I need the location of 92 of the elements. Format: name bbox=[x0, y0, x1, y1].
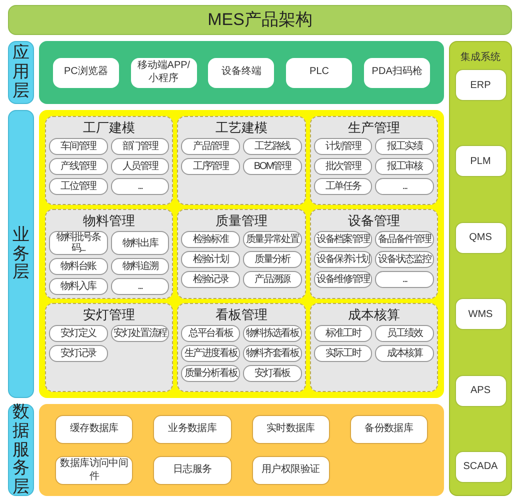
module-item: 工位管理 bbox=[49, 178, 108, 195]
data-service-item: 数据库访问中间件 bbox=[55, 456, 134, 485]
module-group-card bbox=[177, 209, 306, 299]
group-heading: 看板管理 bbox=[214, 306, 268, 323]
data-service-item: 备份数据库 bbox=[350, 415, 428, 444]
module-item: 物料台账 bbox=[49, 258, 108, 276]
group-heading: 工厂建模 bbox=[82, 120, 136, 136]
client-item: 移动端APP/小程序 bbox=[130, 58, 197, 88]
module-item: ... bbox=[110, 278, 170, 296]
title-banner: MES产品架构 bbox=[8, 5, 512, 35]
module-item: 工单任务 bbox=[314, 178, 372, 195]
module-item: 实际工时 bbox=[314, 344, 372, 362]
module-item: 备品备件管理 bbox=[375, 231, 434, 248]
system-item: WMS bbox=[454, 298, 506, 330]
business-layer-panel bbox=[39, 110, 444, 398]
module-item: 成本核算 bbox=[375, 344, 434, 362]
module-item: 质量异常处置 bbox=[242, 231, 302, 248]
module-item: ... bbox=[110, 178, 170, 195]
group-heading: 物料管理 bbox=[82, 213, 136, 230]
integration-panel bbox=[449, 41, 512, 496]
module-group-card bbox=[177, 116, 306, 206]
module-item: 安灯定义 bbox=[49, 324, 108, 342]
module-group-card bbox=[45, 116, 174, 206]
module-item: 检验记录 bbox=[181, 271, 240, 288]
module-item: 安灯处置流程 bbox=[110, 324, 170, 342]
data-service-item: 缓存数据库 bbox=[55, 415, 134, 444]
module-item: 生产进度看板 bbox=[181, 344, 240, 362]
module-item: 产线管理 bbox=[49, 158, 108, 175]
system-item: PLM bbox=[454, 145, 506, 178]
module-item: 报工实绩 bbox=[375, 138, 434, 155]
module-item: 部门管理 bbox=[110, 138, 170, 155]
group-heading: 工艺建模 bbox=[214, 120, 268, 136]
module-item: 检验计划 bbox=[181, 251, 240, 268]
system-item: APS bbox=[454, 374, 506, 407]
system-item: ERP bbox=[454, 69, 506, 101]
module-group-card bbox=[45, 302, 174, 392]
client-item: 设备终端 bbox=[208, 58, 274, 88]
group-heading: 生产管理 bbox=[346, 120, 401, 136]
module-item: 总平台看板 bbox=[181, 324, 240, 342]
module-item: 物料齐套看板 bbox=[242, 344, 302, 362]
group-heading: 设备管理 bbox=[346, 213, 401, 230]
module-item: 设备保养计划 bbox=[314, 251, 372, 268]
client-item: PLC bbox=[286, 58, 352, 88]
module-group-card bbox=[310, 116, 438, 206]
module-item: 人员管理 bbox=[110, 158, 170, 175]
module-item: 工艺路线 bbox=[242, 138, 302, 155]
group-heading: 质量管理 bbox=[214, 213, 268, 230]
client-item: PC浏览器 bbox=[52, 58, 119, 88]
system-item: SCADA bbox=[454, 450, 506, 483]
module-item: 设备状态监控 bbox=[375, 251, 434, 268]
client-item: PDA扫码枪 bbox=[364, 58, 430, 88]
module-item: 报工审核 bbox=[375, 158, 434, 175]
module-item: 物料拣选看板 bbox=[242, 324, 302, 342]
layer-label: 应用层 bbox=[8, 41, 34, 104]
module-item: 物料批号条码... bbox=[49, 231, 108, 256]
module-item: BOM管理 bbox=[242, 158, 302, 175]
module-group-card bbox=[310, 302, 438, 392]
module-item: 物料追溯 bbox=[110, 258, 170, 276]
layer-label: 数据服务层 bbox=[8, 404, 34, 496]
module-item: 车间管理 bbox=[49, 138, 108, 155]
data-layer-panel bbox=[39, 404, 444, 496]
module-item: 设备维修管理 bbox=[314, 271, 372, 288]
module-item: 工序管理 bbox=[181, 158, 240, 175]
data-service-item: 用户权限验证 bbox=[252, 456, 330, 485]
module-item: 标准工时 bbox=[314, 324, 372, 342]
module-item: 安灯看板 bbox=[242, 364, 302, 382]
module-item: 员工绩效 bbox=[375, 324, 434, 342]
module-item: 检验标准 bbox=[181, 231, 240, 248]
module-item: ... bbox=[375, 178, 434, 195]
application-layer-panel bbox=[39, 41, 444, 104]
layer-label: 业务层 bbox=[8, 110, 34, 398]
module-item: 产品溯源 bbox=[242, 271, 302, 288]
module-item: 质量分析看板 bbox=[181, 364, 240, 382]
module-item: 安灯记录 bbox=[49, 344, 108, 362]
module-group-card bbox=[310, 209, 438, 299]
module-item: 质量分析 bbox=[242, 251, 302, 268]
panel-heading: 集成系统 bbox=[460, 50, 500, 65]
data-service-item: 业务数据库 bbox=[153, 415, 232, 444]
module-item: 计划管理 bbox=[314, 138, 372, 155]
module-item: 设备档案管理 bbox=[314, 231, 372, 248]
data-service-item: 实时数据库 bbox=[252, 415, 330, 444]
system-item: QMS bbox=[454, 222, 506, 254]
module-item: 批次管理 bbox=[314, 158, 372, 175]
module-item: 物料出库 bbox=[110, 231, 170, 256]
module-item: ... bbox=[375, 271, 434, 288]
group-heading: 安灯管理 bbox=[82, 306, 136, 323]
data-service-item: 日志服务 bbox=[153, 456, 232, 485]
group-heading: 成本核算 bbox=[346, 306, 401, 323]
module-item: 物料入库 bbox=[49, 278, 108, 296]
module-group-card bbox=[177, 302, 306, 392]
module-item: 产品管理 bbox=[181, 138, 240, 155]
module-group-card bbox=[45, 209, 174, 299]
